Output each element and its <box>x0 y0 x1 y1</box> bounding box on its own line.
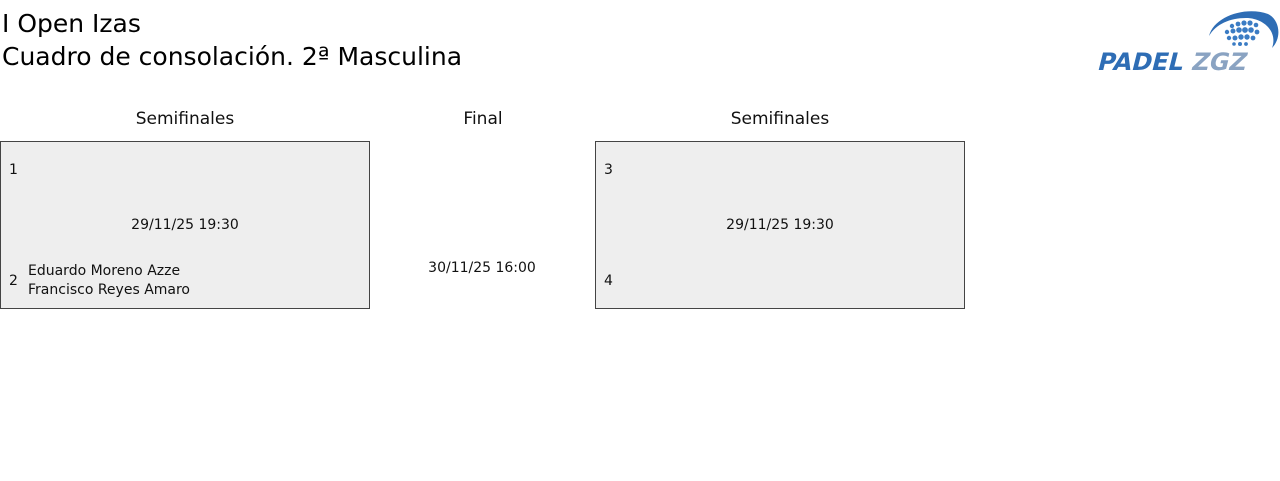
player-name: Francisco Reyes Amaro <box>28 282 190 298</box>
match-box-semifinal-2[interactable]: 3 29/11/25 19:30 4 <box>595 141 965 309</box>
padelzgz-logo: PADEL ZGZ <box>1095 8 1280 76</box>
round-title-final: Final <box>463 109 503 129</box>
match-box-semifinal-1[interactable]: 1 29/11/25 19:30 2 Eduardo Moreno Azze F… <box>0 141 370 309</box>
logo-wordmark: PADEL ZGZ <box>1095 47 1251 76</box>
round-title-semifinals-right: Semifinales <box>730 109 830 129</box>
seed-number: 1 <box>9 162 18 178</box>
round-title-semifinals-left: Semifinales <box>135 109 235 129</box>
match-date: 29/11/25 19:30 <box>131 217 239 233</box>
seed-number: 3 <box>604 162 613 178</box>
logo-text-zgz: ZGZ <box>1189 47 1251 74</box>
draw-subtitle: Cuadro de consolación. 2ª Masculina <box>2 42 463 71</box>
seed-number: 2 <box>9 273 18 289</box>
tournament-title: I Open Izas <box>2 9 141 38</box>
final-match-date: 30/11/25 16:00 <box>428 260 536 276</box>
logo-text-padel: PADEL <box>1096 47 1188 74</box>
match-date: 29/11/25 19:30 <box>726 217 834 233</box>
player-name: Eduardo Moreno Azze <box>28 263 181 279</box>
team-players: Eduardo Moreno Azze Francisco Reyes Amar… <box>28 262 190 300</box>
seed-number: 4 <box>604 273 613 289</box>
